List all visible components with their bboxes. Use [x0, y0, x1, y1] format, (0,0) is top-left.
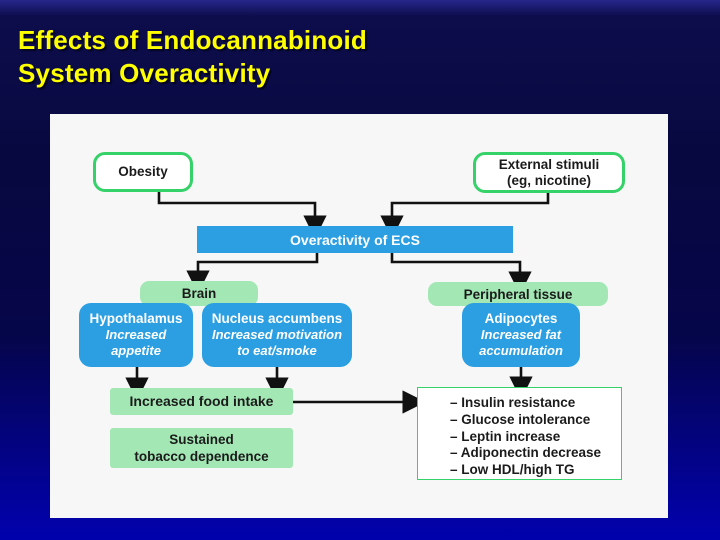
node-tobacco-line1: Sustained — [169, 432, 234, 447]
node-hypothalamus-sub2: appetite — [111, 343, 161, 358]
node-peripheral-tissue-label: Peripheral tissue — [463, 286, 573, 302]
node-overactivity-of-ecs: Overactivity of ECS — [197, 226, 513, 253]
node-brain-label: Brain — [181, 286, 217, 301]
diagram-panel: Obesity External stimuli (eg, nicotine) … — [50, 114, 668, 518]
outcomes-box: – Insulin resistance– Glucose intoleranc… — [417, 387, 622, 480]
node-nucleus-accumbens: Nucleus accumbens Increased motivation t… — [202, 303, 352, 367]
outcome-item: – Adiponectin decrease — [450, 445, 602, 461]
outcome-item: – Glucose intolerance — [450, 411, 591, 427]
node-obesity-label: Obesity — [118, 164, 168, 179]
node-nucleus-accumbens-title: Nucleus accumbens — [211, 311, 343, 326]
node-hypothalamus-title: Hypothalamus — [89, 311, 183, 326]
node-overactivity-of-ecs-label: Overactivity of ECS — [290, 231, 420, 248]
node-obesity: Obesity — [93, 152, 193, 192]
node-external-stimuli-line2: (eg, nicotine) — [507, 172, 591, 188]
node-increased-food-intake: Increased food intake — [110, 388, 293, 415]
node-nucleus-accumbens-sub1: Increased motivation — [211, 327, 343, 342]
node-nucleus-accumbens-sub2: to eat/smoke — [237, 343, 317, 358]
slide-title-line1: Effects of Endocannabinoid — [18, 25, 367, 55]
node-hypothalamus: Hypothalamus Increased appetite — [79, 303, 193, 367]
node-increased-food-intake-label: Increased food intake — [129, 393, 274, 409]
outcome-item: – Insulin resistance — [450, 395, 576, 410]
outcome-item: – Leptin increase — [450, 428, 561, 444]
node-external-stimuli-line1: External stimuli — [498, 156, 600, 172]
outcome-item: – Low HDL/high TG — [450, 462, 575, 478]
node-sustained-tobacco-dependence: Sustained tobacco dependence — [110, 428, 293, 468]
node-external-stimuli: External stimuli (eg, nicotine) — [473, 152, 625, 193]
slide-title-line2: System Overactivity — [18, 58, 271, 88]
slide-title: Effects of Endocannabinoid System Overac… — [18, 24, 367, 90]
node-adipocytes: Adipocytes Increased fat accumulation — [462, 303, 580, 367]
node-hypothalamus-sub1: Increased — [105, 327, 167, 342]
node-tobacco-line2: tobacco dependence — [134, 449, 269, 464]
node-adipocytes-title: Adipocytes — [484, 311, 558, 326]
node-adipocytes-sub1: Increased fat — [480, 327, 562, 342]
node-adipocytes-sub2: accumulation — [479, 343, 563, 358]
